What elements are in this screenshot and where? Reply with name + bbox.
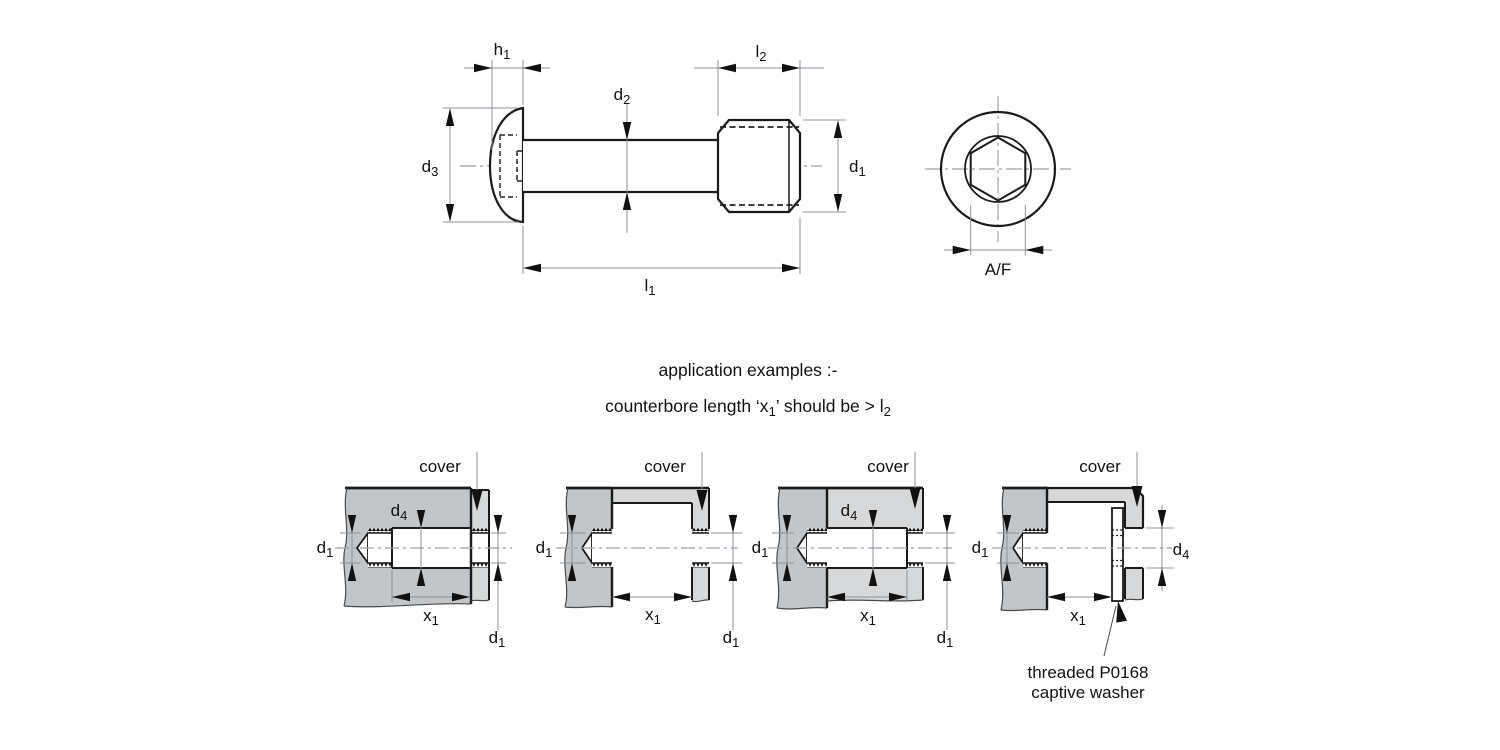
thread-hatch — [1023, 563, 1047, 568]
captive-washer — [1111, 507, 1124, 602]
cover-label: cover — [867, 457, 909, 476]
screw-thread-end — [716, 118, 802, 214]
dim-label-x1: x1 — [645, 605, 661, 627]
thread-hatch — [907, 563, 923, 568]
dim-label-d4: d4 — [841, 501, 858, 523]
dim-label-af: A/F — [985, 260, 1011, 279]
washer-thread-dotted — [1112, 529, 1123, 567]
cover-label: cover — [644, 457, 686, 476]
thread-hatch — [592, 563, 612, 568]
cover-label: cover — [419, 457, 461, 476]
dim-label-d1-cover: d1 — [723, 628, 740, 650]
head-outer-circle — [939, 110, 1057, 228]
cover-flange-upper — [692, 503, 709, 529]
dim-label-x1: x1 — [860, 606, 876, 628]
dim-label-d1: d1 — [972, 538, 989, 560]
washer-caption-line-2: captive washer — [1031, 683, 1145, 702]
thread-hatch — [807, 563, 827, 568]
thread-hatch — [692, 563, 709, 568]
dim-label-d3: d3 — [422, 157, 439, 179]
centerlines — [925, 96, 1071, 242]
hidden-hex-socket — [499, 134, 523, 198]
dim-label-d1-cover: d1 — [489, 628, 506, 650]
dim-label-l1: l1 — [644, 276, 655, 298]
application-example-3: cover d1 d4 x1 d1 — [752, 452, 955, 650]
dim-label-h1: h1 — [494, 40, 511, 62]
dim-label-d2: d2 — [614, 85, 631, 107]
thread-hatch — [692, 528, 709, 533]
hex-socket — [969, 136, 1027, 202]
cover-plate — [1047, 488, 1143, 502]
socket-circle — [964, 135, 1032, 203]
dim-label-d1: d1 — [752, 538, 769, 560]
screw-side-view: h1 l2 d2 d3 d1 l1 — [422, 40, 866, 298]
dim-label-d1: d1 — [536, 538, 553, 560]
cover-flange-lower — [1125, 568, 1143, 600]
cover-flange-lower — [692, 567, 709, 601]
dim-label-d1: d1 — [317, 538, 334, 560]
dim-label-x1: x1 — [1070, 606, 1086, 628]
dim-label-l2: l2 — [755, 42, 766, 64]
thread-hatch — [807, 528, 827, 533]
cover-label: cover — [1079, 457, 1121, 476]
application-notes: application examples :- counterbore leng… — [605, 360, 891, 419]
application-example-1: cover d1 d4 x1 d1 — [317, 452, 512, 650]
thread-hatch — [592, 528, 612, 533]
screw-head — [488, 106, 525, 224]
thread-minor-dashed — [720, 126, 799, 206]
washer-caption-line-1: threaded P0168 — [1028, 663, 1149, 682]
dim-label-d4: d4 — [1173, 540, 1190, 562]
thread-hatch — [471, 528, 489, 533]
note-line-2: counterbore length ‘x1’ should be > l2 — [605, 396, 891, 419]
thread-hatch — [368, 528, 392, 533]
thread-hatch — [471, 563, 489, 568]
dim-label-d1-side: d1 — [849, 157, 866, 179]
screw-end-view: A/F — [925, 96, 1071, 279]
dim-label-d1-cover: d1 — [937, 628, 954, 650]
screw-shank — [523, 140, 718, 192]
application-example-4: cover d1 d4 x1 threaded P0168 captive wa… — [972, 452, 1190, 702]
thread-hatch — [1023, 528, 1047, 533]
thread-hatch — [368, 563, 392, 568]
dim-label-d4: d4 — [391, 501, 408, 523]
cover-flange-upper — [1125, 502, 1143, 529]
note-line-1: application examples :- — [659, 360, 838, 380]
dim-label-x1: x1 — [423, 606, 439, 628]
cover-plate — [612, 488, 709, 503]
application-example-2: cover d1 x1 d1 — [536, 452, 742, 650]
thread-hatch — [907, 528, 923, 533]
dimension-lines — [443, 60, 846, 274]
